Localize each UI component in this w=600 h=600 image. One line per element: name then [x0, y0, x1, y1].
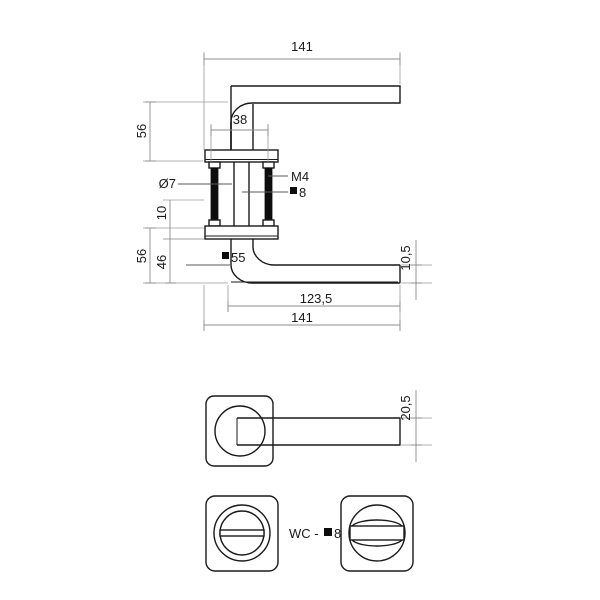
plan-square-rose — [205, 395, 274, 467]
dim-upper-height: 56 — [134, 101, 228, 162]
wc-rosette-left — [205, 495, 279, 572]
dim-label-bottom-length: 141 — [291, 310, 313, 325]
lower-rose-plate — [204, 225, 279, 240]
wc-right-square-plate — [340, 495, 414, 572]
callout-label-spindle: 8 — [299, 185, 306, 200]
dim-handle-drop: 46 — [154, 238, 204, 284]
callout-label-neck: 55 — [231, 250, 245, 265]
dim-lower-height: 56 — [134, 227, 228, 284]
callout-label-thread: M4 — [291, 169, 309, 184]
dim-rose-thickness: 10 — [154, 199, 204, 240]
callout-hole-diameter: Ø7 — [159, 176, 232, 191]
dim-lever-thickness: 10,5 — [398, 240, 432, 300]
dim-label-rose-width: 38 — [233, 112, 247, 127]
dim-top-overall-length: 141 — [203, 39, 401, 150]
dim-label-upper-height: 56 — [134, 124, 149, 138]
wc-right-upper-arc — [351, 519, 403, 527]
top-plan-view: 20,5 — [205, 390, 432, 467]
dim-bottom-overall-length: 141 — [203, 285, 401, 331]
dim-label-rose-thickness: 10 — [154, 206, 169, 220]
fixing-bolts — [208, 161, 275, 227]
wc-left-square-plate — [205, 495, 279, 572]
lower-lever-geometry — [230, 239, 401, 284]
dim-label-lower-reach: 123,5 — [300, 291, 333, 306]
wc-note-label: WC - — [289, 526, 319, 541]
dim-label-top-length: 141 — [291, 39, 313, 54]
side-elevation-view: 141 56 38 Ø7 M4 — [134, 39, 432, 331]
callout-spindle-square: 8 — [242, 185, 306, 200]
plan-rose-circle — [214, 405, 266, 457]
plan-lever-bar — [237, 417, 401, 446]
wc-rosette-views: WC - 8 — [205, 495, 414, 572]
dim-plan-lever-width: 20,5 — [398, 390, 432, 462]
callout-label-hole-diameter: Ø7 — [159, 176, 176, 191]
wc-left-outer-circle — [213, 504, 271, 562]
wc-left-turn-slot — [219, 529, 265, 537]
upper-rose-plate — [204, 149, 279, 163]
dim-label-plan-lever-width: 20,5 — [398, 395, 413, 420]
dim-label-lower-height: 56 — [134, 249, 149, 263]
wc-right-outer-circle — [348, 504, 406, 562]
wc-right-release-slot — [349, 525, 405, 541]
square-symbol-spindle-icon — [290, 187, 297, 194]
square-symbol-neck-icon — [222, 252, 229, 259]
dim-label-lever-thickness: 10,5 — [398, 245, 413, 270]
dim-label-handle-drop: 46 — [154, 255, 169, 269]
central-spindle — [233, 162, 250, 226]
wc-note-value: 8 — [334, 526, 341, 541]
wc-right-lower-arc — [351, 539, 403, 547]
callout-thread: M4 — [268, 169, 309, 184]
wc-note: WC - 8 — [289, 526, 341, 541]
dim-lower-reach: 123,5 — [227, 285, 401, 312]
dim-rose-width: 38 — [210, 112, 269, 162]
upper-lever-geometry — [230, 85, 401, 150]
callout-neck-square: 55 — [186, 250, 245, 266]
wc-rosette-right — [340, 495, 414, 572]
square-symbol-wc-icon — [324, 528, 332, 536]
